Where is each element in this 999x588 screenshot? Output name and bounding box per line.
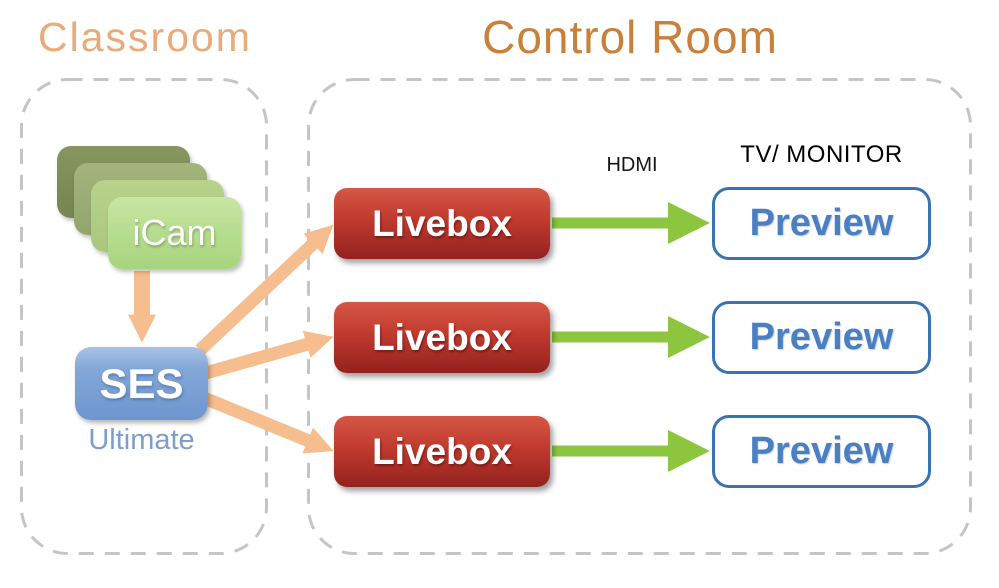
ses-to-livebox-2-arrow bbox=[204, 330, 334, 380]
tv-monitor-label: TV/ MONITOR bbox=[740, 141, 903, 168]
preview-1: Preview bbox=[712, 187, 931, 260]
preview-1-label: Preview bbox=[749, 202, 894, 244]
icam-card-front: iCam bbox=[108, 197, 241, 269]
hdmi-label: HDMI bbox=[606, 154, 658, 176]
preview-2-label: Preview bbox=[749, 316, 894, 358]
control-room-zone-title: Control Room bbox=[482, 11, 778, 63]
livebox-1-label: Livebox bbox=[372, 202, 512, 244]
livebox-1: Livebox bbox=[334, 188, 550, 259]
livebox-2: Livebox bbox=[334, 302, 550, 373]
ses-sublabel: Ultimate bbox=[88, 424, 195, 456]
ses-label: SES bbox=[99, 359, 184, 407]
livebox-3-label: Livebox bbox=[372, 430, 512, 472]
ses-box: SES bbox=[75, 347, 208, 420]
livebox-3: Livebox bbox=[334, 416, 550, 487]
livebox-2-label: Livebox bbox=[372, 316, 512, 358]
preview-3-label: Preview bbox=[749, 430, 894, 472]
icam-label: iCam bbox=[132, 212, 217, 253]
classroom-zone-title: Classroom bbox=[38, 14, 252, 60]
preview-2: Preview bbox=[712, 301, 931, 374]
preview-3: Preview bbox=[712, 415, 931, 488]
